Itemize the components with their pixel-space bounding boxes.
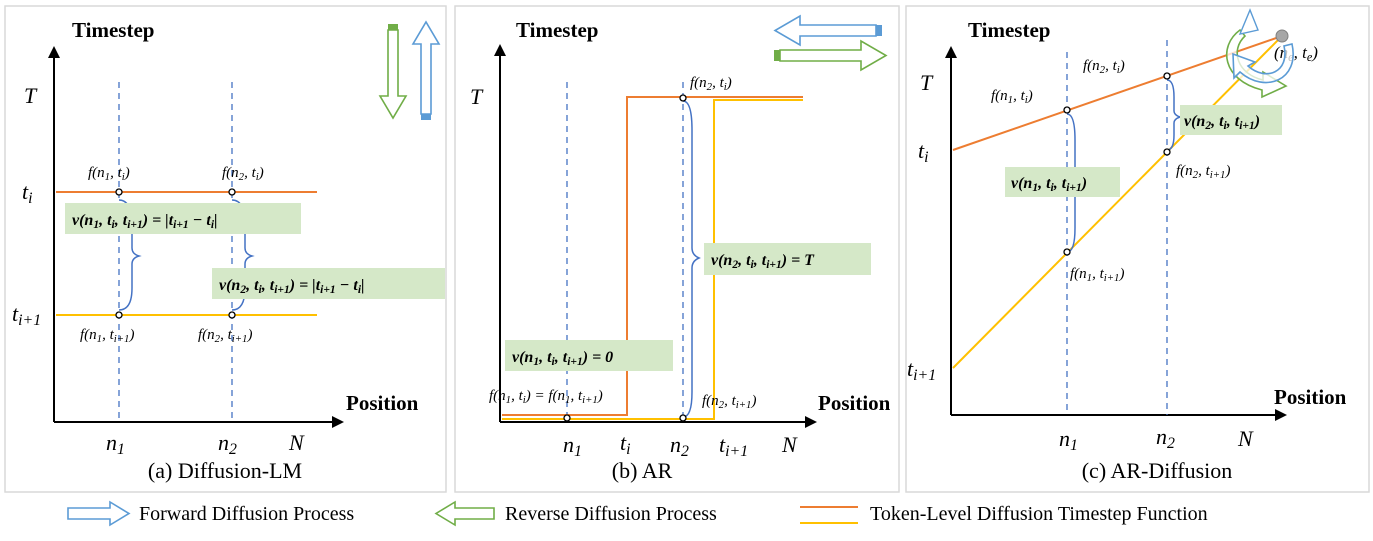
equation-v-n2: v(n2, ti, ti+1) = T [711,252,815,271]
forward-rotation-head-icon [1238,8,1259,35]
panel-c: Timestep Position T ti ti+1 n1 n2 N f(n1… [907,8,1347,483]
anchor-point [1275,29,1289,43]
x-axis-title: Position [818,391,891,415]
forward-arrow-icon [773,14,877,47]
equation-box [212,268,445,299]
panel-b: Timestep Position T n1 ti n2 ti+1 N f(n2… [470,14,891,483]
panel-caption: (a) Diffusion-LM [148,458,302,483]
point-marker [115,311,123,319]
reverse-arrow-icon [378,29,408,120]
forward-arrow-tail-icon [876,25,882,36]
point-marker [563,414,571,422]
legend-reverse-label: Reverse Diffusion Process [505,503,717,525]
forward-legend-arrow-icon [67,500,131,527]
tick-ti1: ti+1 [12,301,41,329]
tick-N: N [288,430,305,455]
point-label: f(n2, ti) [690,75,732,93]
tick-ti: ti [22,179,33,207]
x-axis-title: Position [1274,385,1347,409]
forward-rotation-icon [1232,43,1294,84]
forward-arrow-tail-icon [421,114,431,120]
tick-n2: n2 [670,432,689,460]
forward-arrow-icon [411,20,441,115]
point-marker [1063,248,1071,256]
point-marker [1063,106,1071,114]
reverse-arrow-tail-icon [388,24,398,30]
point-label: f(n2, ti+1) [702,393,756,411]
y-axis-title: Timestep [516,18,598,42]
point-marker [679,94,687,102]
rotation-arrows [1225,8,1294,99]
tick-T: T [920,70,934,95]
panel-caption: (c) AR-Diffusion [1082,458,1233,483]
equation-box [1005,167,1120,197]
point-marker [115,188,123,196]
reverse-legend-arrow-icon [434,500,495,527]
equation-v-n1: v(n1, ti, ti+1) [1011,175,1087,194]
timestep-function-ti1 [952,35,1283,369]
point-label: f(n1, ti+1) [80,327,134,345]
tick-n1: n1 [1059,426,1078,454]
equation-v-n1: v(n1, ti, ti+1) = |ti+1 − ti| [72,212,218,231]
tick-N: N [781,432,798,457]
tick-ti1: ti+1 [907,356,936,384]
panel-a-frame [4,5,447,493]
legend-function-label: Token-Level Diffusion Timestep Function [870,503,1208,525]
brace-n2 [682,100,701,418]
equation-box [65,203,301,234]
point-label: f(n1, ti+1) [1070,266,1124,284]
point-marker [228,188,236,196]
point-label: f(n1, ti) [991,88,1033,106]
equation-v-n1: v(n1, ti, ti+1) = 0 [512,349,613,368]
y-axis-title: Timestep [72,18,154,42]
tick-n1: n1 [563,432,582,460]
point-marker [1163,72,1171,80]
point-label: f(n2, ti+1) [198,327,252,345]
tick-ti: ti [918,138,929,166]
point-marker [228,311,236,319]
point-label: f(n2, ti) [222,165,264,183]
point-marker [1163,148,1171,156]
tick-ti1: ti+1 [719,432,748,460]
panel-a-process-arrows [378,20,441,120]
x-axis-title: Position [346,391,419,415]
equation-box [1180,105,1282,135]
tick-n1: n1 [106,430,125,458]
equation-box [704,243,871,275]
tick-n2: n2 [218,430,237,458]
point-label: f(n1, ti) [88,165,130,183]
timestep-function-ti [502,96,803,416]
tick-N: N [1237,426,1254,451]
tick-n2: n2 [1156,424,1175,452]
tick-T: T [24,83,38,108]
panel-a: Timestep Position T ti ti+1 n1 n2 N f(n1… [12,18,445,483]
reverse-arrow-tail-icon [774,50,780,61]
y-axis-title: Timestep [968,18,1050,42]
point-label: f(n1, ti) = f(n1, ti+1) [489,388,603,406]
equation-v-n2: v(n2, ti, ti+1) = |ti+1 − ti| [219,277,365,296]
tick-ti: ti [620,430,631,458]
point-marker [679,414,687,422]
point-label: f(n2, ti) [1083,58,1125,76]
reverse-arrow-icon [779,39,888,72]
panel-b-process-arrows [773,14,888,72]
panel-c-frame [905,5,1370,493]
equation-v-n2: v(n2, ti, ti+1) [1184,113,1260,132]
panel-caption: (b) AR [612,458,673,483]
point-label: f(n2, ti+1) [1176,163,1230,181]
tick-T: T [470,84,484,109]
legend-forward-label: Forward Diffusion Process [139,503,354,525]
legend: Forward Diffusion Process Reverse Diffus… [67,500,1208,527]
anchor-label: (ne, te) [1274,43,1318,64]
equation-box [505,340,673,371]
